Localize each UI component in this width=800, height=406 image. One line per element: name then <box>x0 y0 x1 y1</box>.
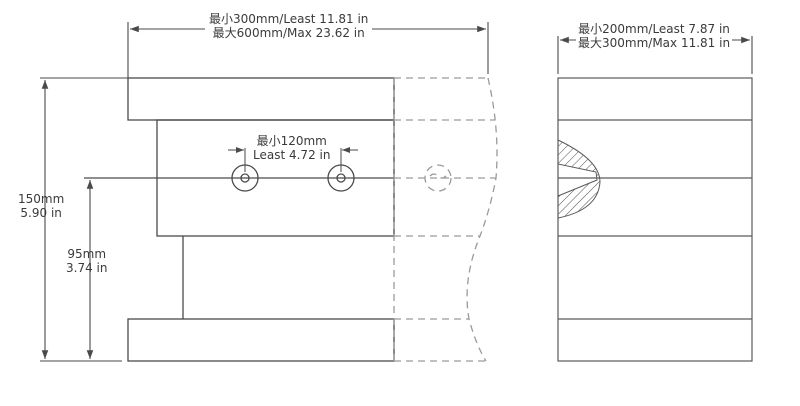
width-dimension-label: 最小300mm/Least 11.81 in 最大600mm/Max 23.62… <box>205 12 373 40</box>
width-min-text: 最小300mm/Least 11.81 in <box>209 12 369 26</box>
extension-dashed <box>393 77 498 362</box>
hole-spacing-label: 最小120mm Least 4.72 in <box>253 134 330 162</box>
partial-height-label: 95mm 3.74 in <box>66 247 107 275</box>
hole-spacing-mm: 最小120mm <box>256 134 327 148</box>
hole-spacing-dimension <box>228 147 358 172</box>
depth-min-text: 最小200mm/Least 7.87 in <box>578 22 730 36</box>
partial-height-in: 3.74 in <box>66 261 108 275</box>
total-height-mm: 150mm <box>18 192 65 206</box>
bottom-plate <box>127 318 395 362</box>
top-plate <box>127 77 395 121</box>
side-section-hatch <box>557 139 601 219</box>
height-dimension-total <box>40 77 128 362</box>
total-height-label: 150mm 5.90 in <box>18 192 64 220</box>
width-max-text: 最大600mm/Max 23.62 in <box>212 26 365 40</box>
front-view <box>84 77 395 362</box>
depth-max-text: 最大300mm/Max 11.81 in <box>578 36 731 50</box>
partial-height-mm: 95mm <box>67 247 107 261</box>
depth-dimension-label: 最小200mm/Least 7.87 in 最大300mm/Max 11.81 … <box>576 22 733 50</box>
side-view <box>557 77 753 362</box>
total-height-in: 5.90 in <box>20 206 62 220</box>
hole-spacing-in: Least 4.72 in <box>253 148 331 162</box>
